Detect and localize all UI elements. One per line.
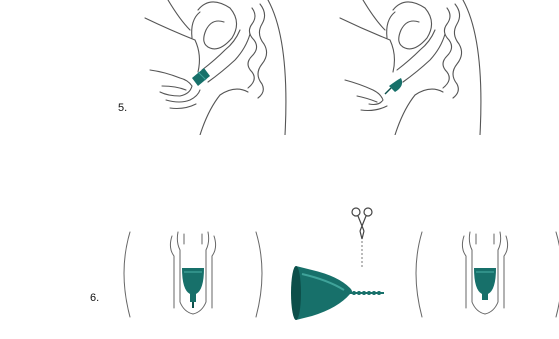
insertion-figure-right <box>335 0 495 135</box>
step-5-number: 5. <box>118 102 127 114</box>
menstrual-cup-icon <box>389 78 402 92</box>
menstrual-cup-icon <box>192 68 210 86</box>
step-6-number: 6. <box>90 292 99 304</box>
frontal-figure-right <box>410 222 559 327</box>
insertion-figure-left <box>140 0 300 135</box>
frontal-figure-left <box>118 222 268 327</box>
scissors-icon <box>349 205 375 275</box>
menstrual-cup-icon <box>293 266 352 320</box>
